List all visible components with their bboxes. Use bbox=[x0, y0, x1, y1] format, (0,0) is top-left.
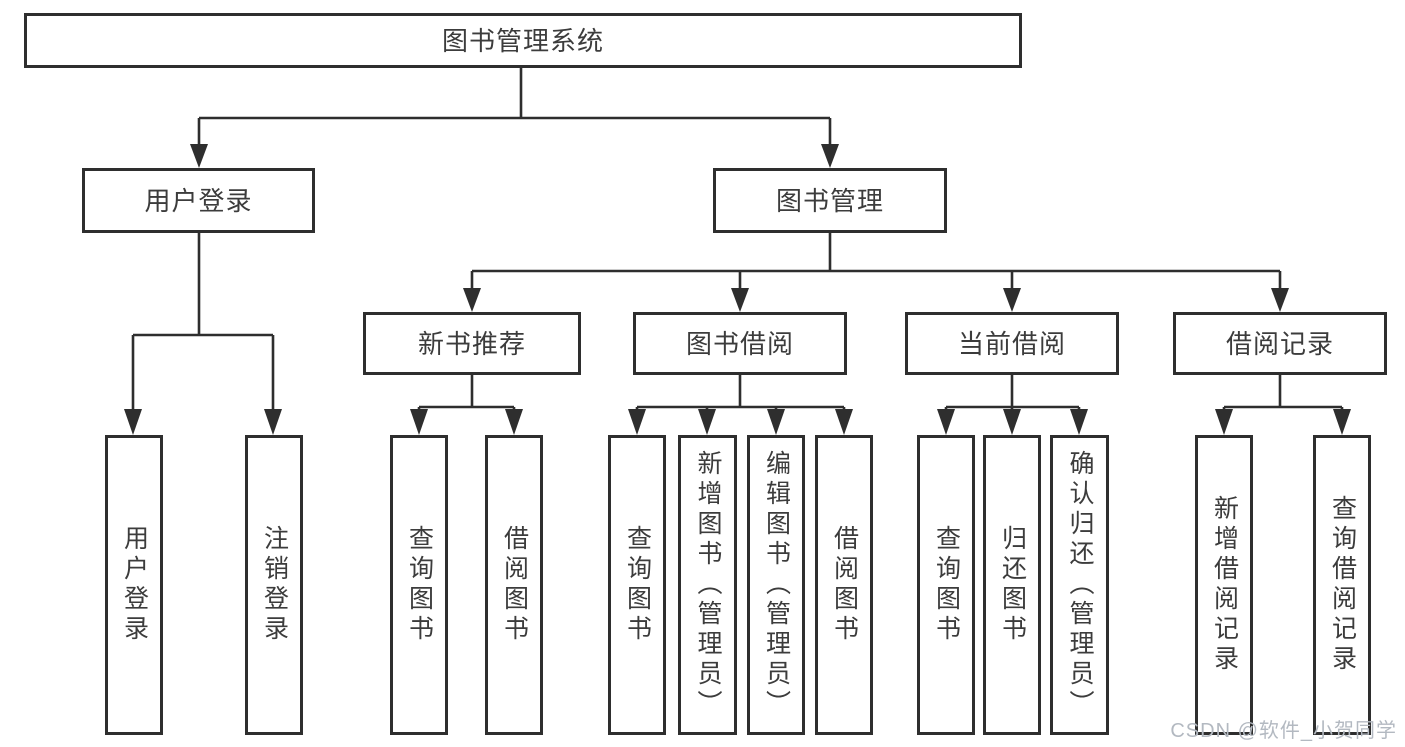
leaf-label: 查询图书 bbox=[623, 525, 652, 645]
connector-recommend-to-leaves bbox=[417, 375, 516, 416]
leaf-label: 查询图书 bbox=[932, 525, 961, 645]
connector-current-to-leaves bbox=[944, 375, 1081, 416]
leaf-label: 归还图书 bbox=[998, 525, 1027, 645]
leaf-label: 编辑图书（管理员） bbox=[762, 450, 791, 720]
leaf-label: 借阅图书 bbox=[830, 525, 859, 645]
arrowhead-icon bbox=[1003, 288, 1021, 312]
arrowhead-icon bbox=[1215, 409, 1233, 435]
arrowhead-icon bbox=[190, 144, 208, 168]
leaf-logout: 注销登录 bbox=[245, 435, 303, 735]
leaf-label: 注销登录 bbox=[260, 525, 289, 645]
leaf-borrow-query-books: 查询图书 bbox=[608, 435, 666, 735]
node-book-management: 图书管理 bbox=[713, 168, 947, 233]
arrowhead-icon bbox=[698, 409, 716, 435]
node-label: 图书管理 bbox=[775, 185, 884, 216]
arrowhead-icon bbox=[821, 144, 839, 168]
arrowhead-icon bbox=[410, 409, 428, 435]
arrowhead-icon bbox=[937, 409, 955, 435]
leaf-records-add-borrow-record: 新增借阅记录 bbox=[1195, 435, 1253, 735]
arrowhead-icon bbox=[1333, 409, 1351, 435]
node-label: 新书推荐 bbox=[417, 328, 526, 359]
leaf-user-login: 用户登录 bbox=[105, 435, 163, 735]
node-user-login: 用户登录 bbox=[82, 168, 315, 233]
arrowhead-icon bbox=[767, 409, 785, 435]
arrowhead-icon bbox=[124, 409, 142, 435]
leaf-borrow-borrow-books: 借阅图书 bbox=[815, 435, 873, 735]
leaf-label: 确认归还（管理员） bbox=[1066, 450, 1094, 720]
node-new-book-recommend: 新书推荐 bbox=[363, 312, 581, 375]
arrowhead-icon bbox=[1070, 409, 1088, 435]
node-label: 图书借阅 bbox=[685, 328, 794, 359]
connector-borrow-to-leaves bbox=[635, 375, 846, 416]
arrowhead-icon bbox=[463, 288, 481, 312]
leaf-label: 查询图书 bbox=[405, 525, 434, 645]
leaf-label: 新增借阅记录 bbox=[1210, 495, 1239, 675]
leaf-current-return-books: 归还图书 bbox=[983, 435, 1041, 735]
arrowhead-icon bbox=[1003, 409, 1021, 435]
csdn-watermark: CSDN @软件_小贺同学 bbox=[1170, 720, 1397, 742]
leaf-current-query-books: 查询图书 bbox=[917, 435, 975, 735]
node-label: 当前借阅 bbox=[957, 328, 1066, 359]
node-current-borrow: 当前借阅 bbox=[905, 312, 1119, 375]
node-book-borrow: 图书借阅 bbox=[633, 312, 847, 375]
arrowhead-icon bbox=[835, 409, 853, 435]
connector-user-login-to-leaves bbox=[131, 233, 275, 416]
node-root-system: 图书管理系统 bbox=[24, 13, 1022, 68]
arrowhead-icon bbox=[505, 409, 523, 435]
node-label: 用户登录 bbox=[144, 185, 253, 216]
leaf-label: 查询借阅记录 bbox=[1328, 495, 1357, 675]
arrowhead-icon bbox=[1271, 288, 1289, 312]
leaf-recommend-query-books: 查询图书 bbox=[390, 435, 448, 735]
leaf-borrow-edit-books-admin: 编辑图书（管理员） bbox=[747, 435, 805, 735]
arrowhead-icon bbox=[628, 409, 646, 435]
leaf-records-query-borrow-record: 查询借阅记录 bbox=[1313, 435, 1371, 735]
node-label: 借阅记录 bbox=[1225, 328, 1334, 359]
leaf-label: 用户登录 bbox=[120, 525, 149, 645]
connector-root-to-level2 bbox=[197, 68, 832, 150]
leaf-label: 借阅图书 bbox=[500, 525, 529, 645]
leaf-label: 新增图书（管理员） bbox=[694, 450, 722, 720]
node-borrow-records: 借阅记录 bbox=[1173, 312, 1387, 375]
connector-records-to-leaves bbox=[1222, 375, 1344, 416]
leaf-recommend-borrow-books: 借阅图书 bbox=[485, 435, 543, 735]
arrowhead-icon bbox=[731, 288, 749, 312]
node-label: 图书管理系统 bbox=[441, 25, 604, 56]
connector-book-management-to-level3 bbox=[470, 233, 1282, 294]
arrowhead-icon bbox=[264, 409, 282, 435]
leaf-borrow-add-books-admin: 新增图书（管理员） bbox=[678, 435, 737, 735]
leaf-current-confirm-return-admin: 确认归还（管理员） bbox=[1050, 435, 1109, 735]
